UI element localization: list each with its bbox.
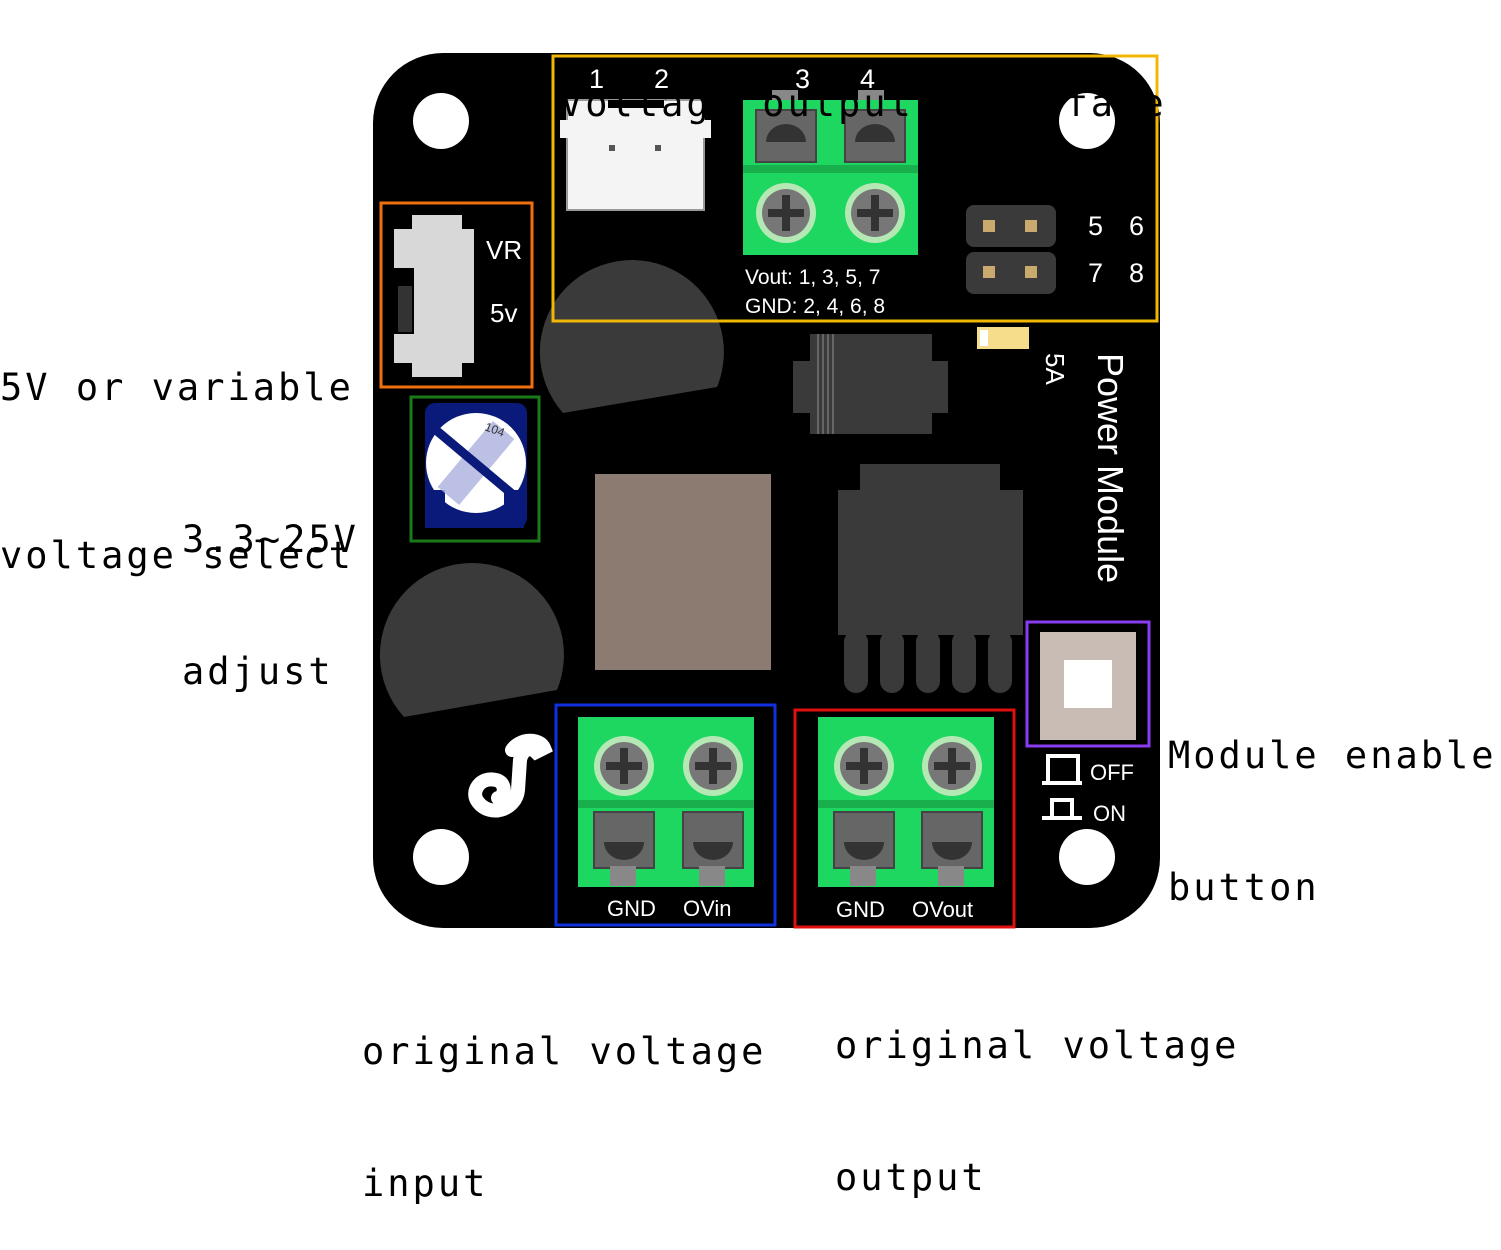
diode-body [810, 334, 932, 434]
callout-output-line2: output [835, 1156, 987, 1199]
button-off-icon [1042, 754, 1082, 785]
pin-label-6: 6 [1129, 211, 1144, 241]
callout-output-interface-text: Voltage output interface [560, 82, 1167, 125]
power-module-diagram: VR 5v 104 1 2 3 4 5 6 7 8 Vout: 1, 3, 5,… [373, 53, 1160, 929]
button-off-label: OFF [1090, 760, 1134, 785]
callout-adjust-line1: 3.3~25V [182, 518, 359, 561]
pin-label-7: 7 [1088, 258, 1103, 288]
callout-voltage-output-interface: Voltage output interface [560, 0, 1167, 170]
regulator-tab [860, 464, 1000, 492]
callout-enable-line2: button [1168, 866, 1320, 909]
callout-original-output: original voltage output [835, 936, 1239, 1244]
switch-5v-label: 5v [490, 298, 517, 328]
pot-code-label: 104 [483, 420, 507, 440]
slide-switch[interactable] [394, 215, 474, 377]
voltage-select-highlight [379, 201, 534, 389]
enable-button[interactable] [1040, 632, 1136, 740]
output-terminal-block [743, 90, 918, 255]
mounting-hole-bottom-left [413, 829, 469, 885]
original-output-terminal-block [818, 717, 994, 887]
brand-logo-icon [468, 733, 553, 818]
callout-select-line1: 5V or variable [0, 366, 354, 409]
input-terminal-block [578, 717, 754, 887]
output-highlight [793, 708, 1016, 929]
callout-voltage-select: 5V or variable voltage select [0, 248, 354, 640]
jst-connector [560, 99, 711, 211]
output-ovout-label: OVout [912, 897, 973, 922]
mounting-hole-bottom-right [1059, 829, 1115, 885]
voltage-adjust-highlight [409, 395, 541, 543]
callout-original-input: original voltage input [362, 942, 766, 1250]
mounting-hole-top-left [413, 93, 469, 149]
callout-output-line1: original voltage [835, 1024, 1240, 1067]
callout-voltage-adjust: 3.3~25V adjust [182, 430, 359, 738]
callout-input-line1: original voltage [362, 1030, 767, 1073]
mounting-hole-top-right [1059, 93, 1115, 149]
output-interface-highlight [551, 54, 1159, 323]
inductor-top [539, 260, 724, 413]
regulator-body [838, 490, 1023, 635]
pin-label-2: 2 [654, 64, 669, 94]
callout-enable-button: Module enable button [1168, 646, 1497, 954]
callout-enable-line1: Module enable [1168, 734, 1497, 777]
callout-adjust-line2: adjust [182, 650, 334, 693]
input-gnd-label: GND [607, 896, 656, 921]
potentiometer[interactable] [407, 395, 545, 530]
pin-label-8: 8 [1129, 258, 1144, 288]
gnd-pins-label: GND: 2, 4, 6, 8 [745, 295, 885, 318]
brown-component [595, 474, 771, 670]
pin-label-3: 3 [795, 64, 810, 94]
module-title: Power Module [1090, 353, 1131, 583]
pin-label-5: 5 [1088, 211, 1103, 241]
output-gnd-label: GND [836, 897, 885, 922]
diagram-stage: VR 5v 104 1 2 3 4 5 6 7 8 Vout: 1, 3, 5,… [0, 0, 1497, 1205]
current-rating-label: 5A [1040, 353, 1070, 385]
enable-button-highlight [1025, 620, 1151, 748]
led [977, 327, 1029, 349]
pin-label-1: 1 [589, 64, 604, 94]
inductor-bottom [379, 562, 564, 717]
callout-select-line2: voltage select [0, 534, 354, 577]
callout-input-line2: input [362, 1162, 489, 1205]
pin-header [966, 205, 1056, 294]
button-on-label: ON [1093, 801, 1126, 826]
button-on-icon [1042, 798, 1082, 820]
vout-pins-label: Vout: 1, 3, 5, 7 [745, 266, 880, 289]
input-highlight [554, 703, 777, 927]
input-ovin-label: OVin [683, 896, 732, 921]
pin-label-4: 4 [860, 64, 875, 94]
switch-vr-label: VR [486, 235, 522, 265]
